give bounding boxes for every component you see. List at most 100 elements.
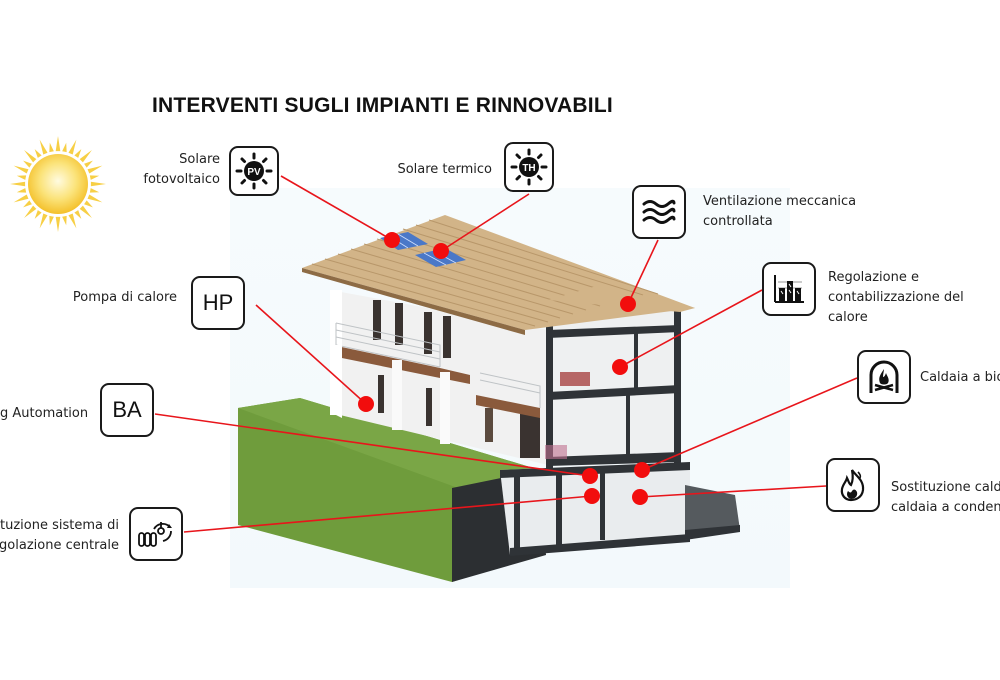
label-solare-termico: Solare termico	[397, 160, 492, 180]
label-regolazione: Regolazione e contabilizzazione del calo…	[828, 268, 964, 328]
marker-central	[584, 488, 600, 504]
bar-chart-meter-icon	[774, 275, 804, 303]
label-sostituzione-caldaia: Sostituzione cald caldaia a conden	[891, 478, 1000, 518]
connector-pv	[280, 175, 393, 241]
sun-ray	[49, 142, 54, 153]
th-icon-box[interactable]: TH	[504, 142, 554, 192]
marker-ba	[582, 468, 598, 484]
sun-ray	[68, 139, 77, 155]
vmc-icon-box[interactable]	[632, 185, 686, 239]
connector-hp	[255, 304, 367, 405]
label-line: Solare	[179, 152, 220, 167]
sun-ray	[89, 188, 100, 193]
sun-ray	[10, 181, 26, 187]
label-solare-fotovoltaico: Solare fotovoltaico	[143, 150, 220, 190]
connector-ba	[154, 413, 591, 477]
flame-icon	[840, 469, 865, 502]
sun-ray	[87, 165, 103, 174]
sun-ray	[13, 194, 29, 203]
label-pompa-calore: Pompa di calore	[73, 288, 177, 308]
radiator-thermostat-icon	[138, 522, 172, 547]
sun-ray	[74, 210, 82, 219]
sun-ray	[34, 210, 42, 219]
label-line: Caldaia a bio	[920, 370, 1000, 385]
balcony-upper	[332, 345, 440, 378]
solar-thermal-icon: TH	[510, 148, 548, 186]
sun-ray	[16, 175, 27, 180]
sun-ray	[79, 150, 92, 163]
balcony-lower	[476, 395, 540, 418]
label-line: Solare termico	[397, 162, 492, 177]
sun-ray	[84, 160, 93, 168]
label-line: Ventilazione meccanica	[703, 194, 857, 209]
building-automation-icon: BA	[112, 397, 142, 422]
sun-ray	[87, 194, 103, 203]
reg-icon-box[interactable]	[762, 262, 816, 316]
sun-ray	[23, 200, 32, 208]
heat-pump-icon: HP	[202, 290, 234, 315]
sun-ray	[90, 181, 106, 187]
label-line: contabilizzazione del	[828, 290, 964, 305]
sun-ray	[34, 149, 42, 158]
sun-icon	[10, 136, 106, 232]
connector-th	[440, 193, 530, 252]
sun-ray	[79, 205, 92, 218]
marker-pv	[384, 232, 400, 248]
sun-ray	[55, 216, 61, 232]
label-line: caldaia a conden	[891, 500, 1000, 515]
hp-icon-box[interactable]: HP	[191, 276, 245, 330]
solar-pv-icon: PV	[235, 152, 273, 190]
sun-ray	[24, 150, 37, 163]
cond-icon-box[interactable]	[826, 458, 880, 512]
ba-icon-box[interactable]: BA	[100, 383, 154, 437]
connector-bio	[641, 377, 858, 471]
marker-vmc	[620, 296, 636, 312]
label-line: g Automation	[0, 406, 89, 421]
sun-ray	[39, 139, 48, 155]
marker-hp	[358, 396, 374, 412]
label-sistema-regolazione: tuzione sistema di golazione centrale	[0, 516, 119, 556]
marker-cond	[632, 489, 648, 505]
marker-reg	[612, 359, 628, 375]
section-cut	[548, 300, 680, 465]
th-icon-text: TH	[522, 163, 535, 174]
basement-section	[500, 462, 690, 555]
connector-cond	[639, 485, 827, 498]
label-building-automation: g Automation	[0, 404, 88, 424]
connector-central	[183, 495, 593, 533]
page-title: INTERVENTI SUGLI IMPIANTI E RINNOVABILI	[152, 94, 613, 117]
label-line: fotovoltaico	[143, 172, 220, 187]
marker-bio	[634, 462, 650, 478]
label-line: Regolazione e	[828, 270, 919, 285]
sun-ray	[16, 188, 27, 193]
label-line: controllata	[703, 214, 773, 229]
biomass-fireplace-icon	[869, 360, 899, 393]
bio-icon-box[interactable]	[857, 350, 911, 404]
sun-ray	[62, 142, 67, 153]
sun-ray	[62, 215, 67, 226]
sun-ray	[74, 149, 82, 158]
pv-icon-text: PV	[247, 167, 261, 178]
sun-ray	[23, 160, 32, 168]
label-line: calore	[828, 310, 868, 325]
sun-ray	[13, 165, 29, 174]
label-caldaia-biomassa: Caldaia a bio	[920, 368, 1000, 388]
label-line: golazione centrale	[0, 538, 119, 553]
sun-ray	[89, 175, 100, 180]
label-line: Sostituzione cald	[891, 480, 1000, 495]
marker-th	[433, 243, 449, 259]
sun-ray	[24, 205, 37, 218]
ventilation-waves-icon	[642, 199, 676, 224]
sun-ray	[49, 215, 54, 226]
label-ventilazione: Ventilazione meccanica controllata	[703, 192, 856, 232]
pv-icon-box[interactable]: PV	[229, 146, 279, 196]
sun-ray	[68, 213, 77, 229]
connector-vmc	[627, 239, 659, 305]
label-line: tuzione sistema di	[0, 518, 119, 533]
connector-reg	[619, 289, 763, 368]
sun-ray	[84, 200, 93, 208]
sun-ray	[55, 136, 61, 152]
sun-ray	[39, 213, 48, 229]
central-icon-box[interactable]	[129, 507, 183, 561]
